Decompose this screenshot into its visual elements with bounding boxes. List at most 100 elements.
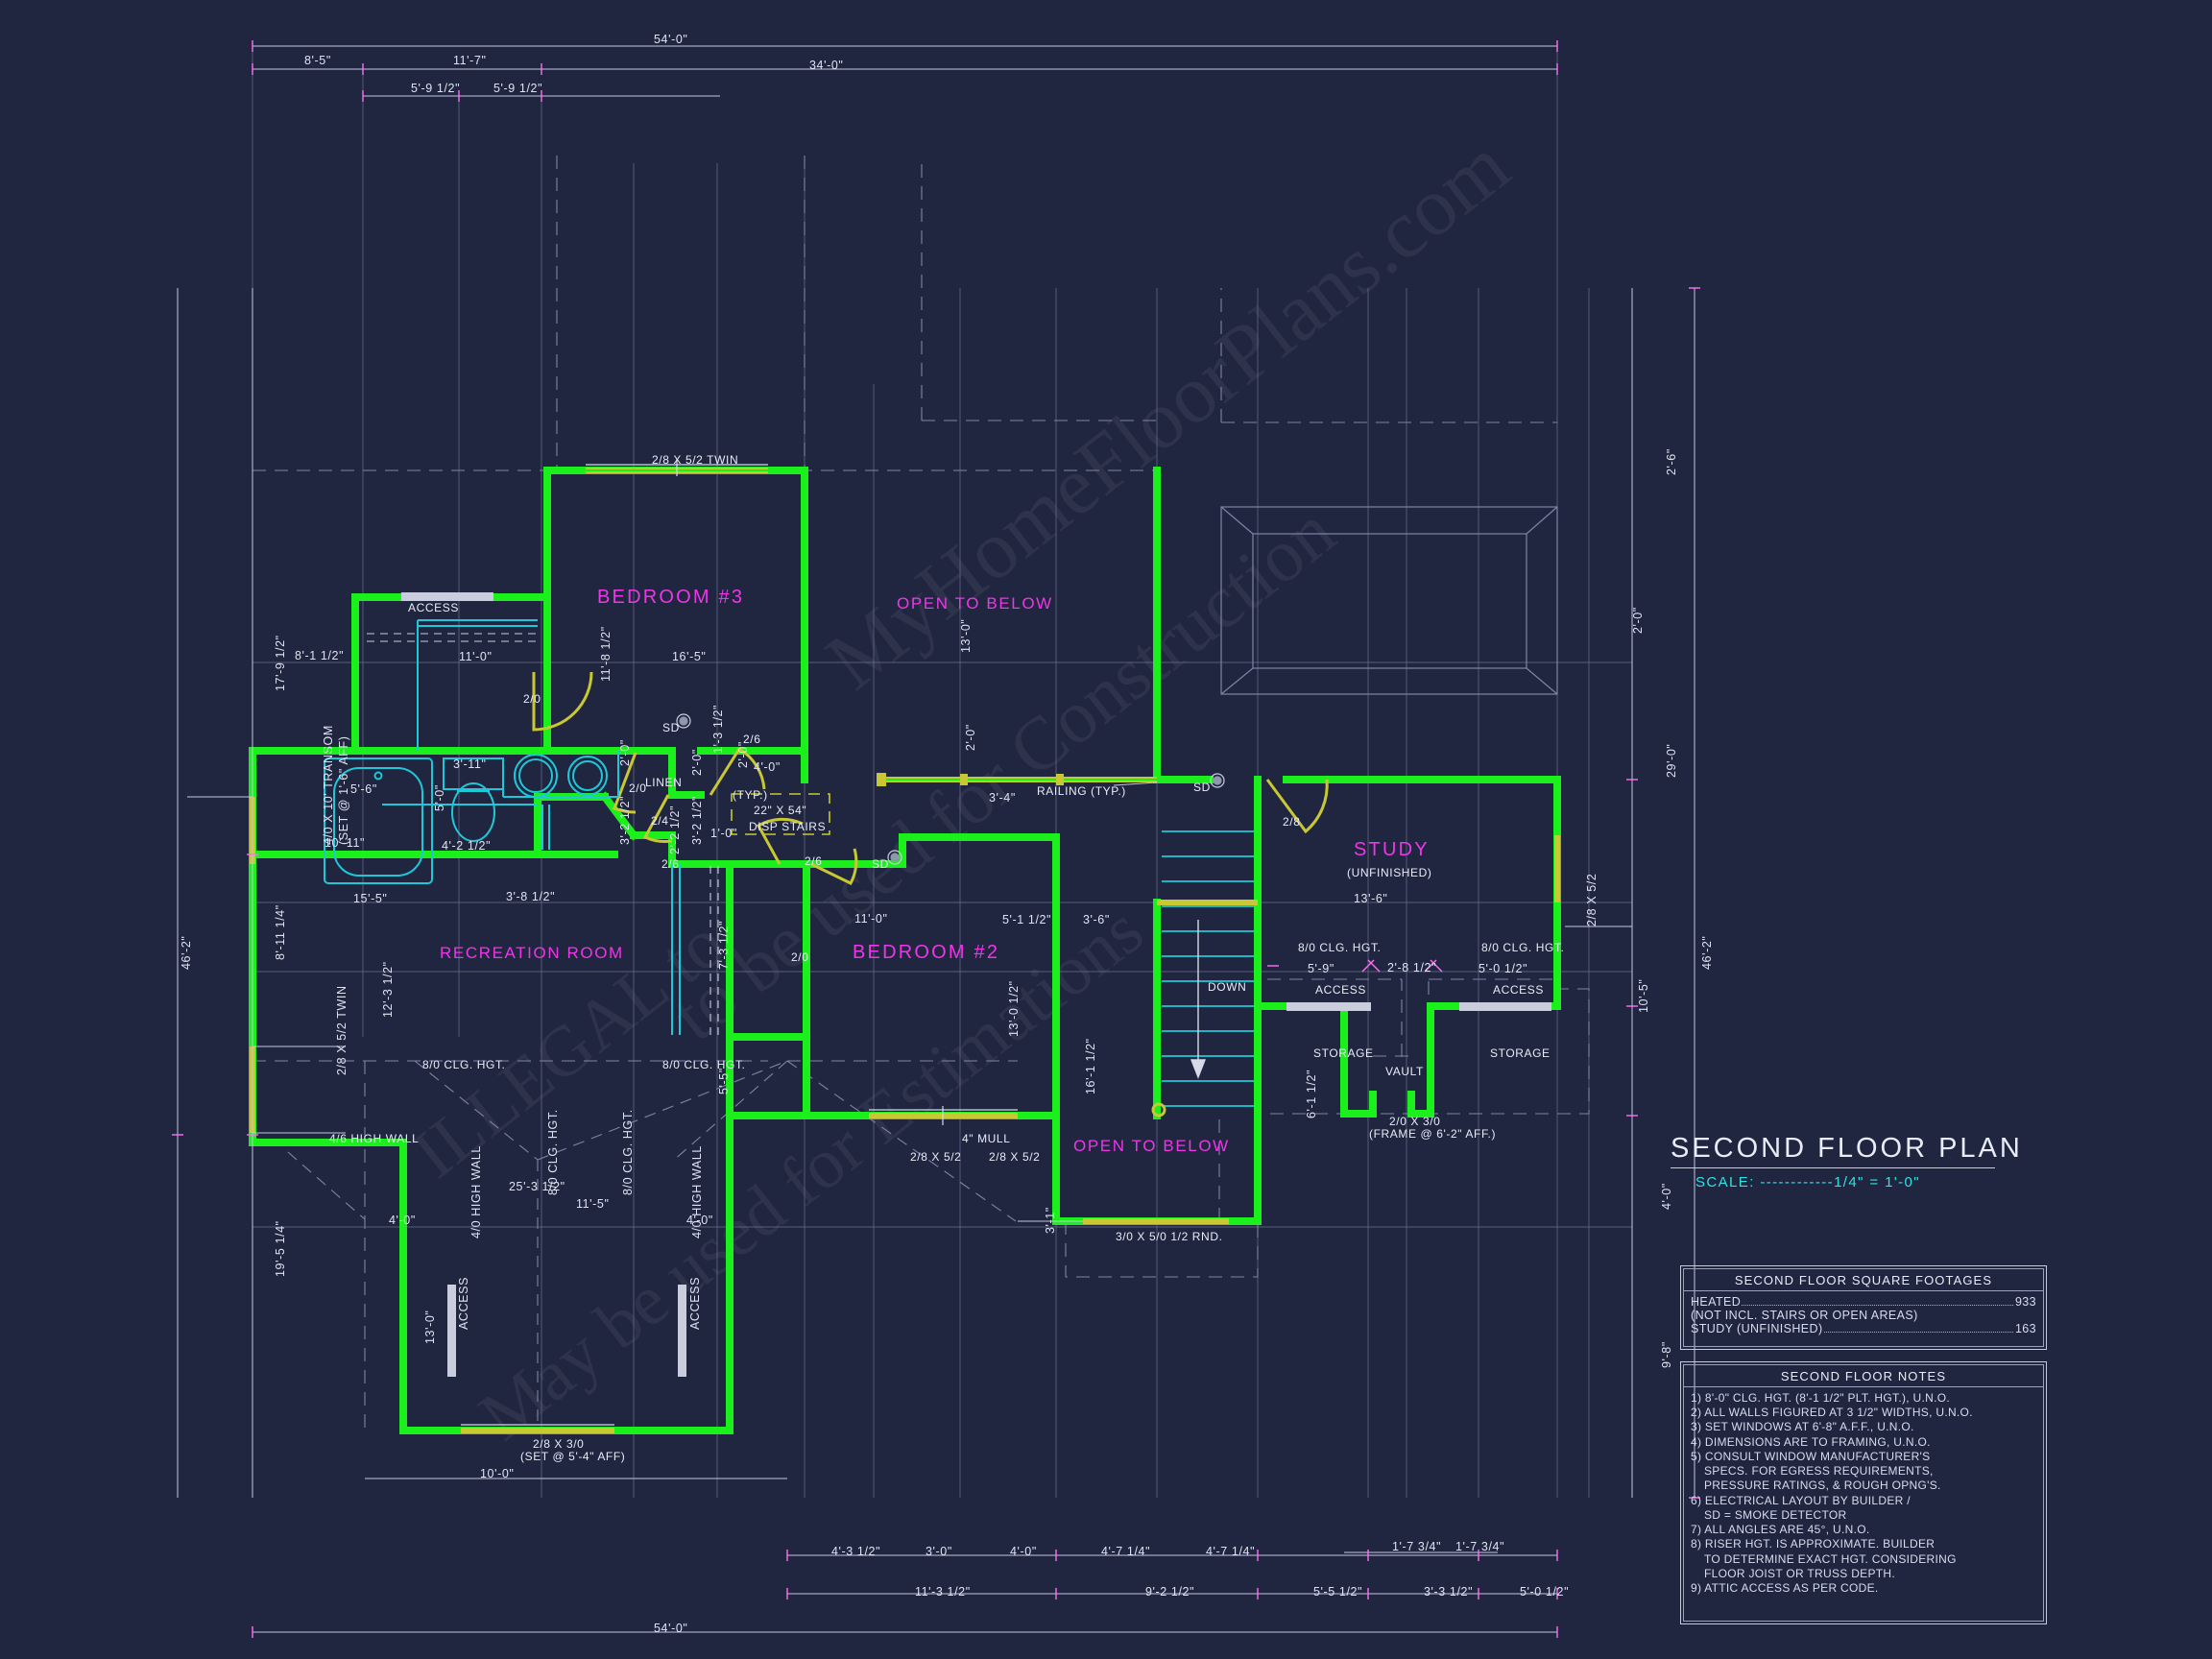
- plan-annotation: (FRAME @ 6'-2" AFF.): [1369, 1127, 1497, 1141]
- dimension-text-vertical: 2/8 X 5/2 TWIN: [335, 985, 349, 1075]
- stair-treads: [1162, 830, 1254, 1107]
- dimension-text: 54'-0": [654, 33, 688, 46]
- note-line: TO DETERMINE EXACT HGT. CONSIDERING: [1704, 1551, 1957, 1566]
- dimension-text: 11'-0": [854, 912, 888, 926]
- dimension-text-vertical: 46'-2": [1700, 935, 1714, 970]
- dimension-text-vertical: 2'-2 1/2": [668, 805, 682, 854]
- leader-dots: [1823, 1332, 2013, 1333]
- dimension-text: 11'-5": [576, 1197, 610, 1211]
- note-line: SD = SMOKE DETECTOR: [1704, 1507, 1847, 1522]
- dimension-text-vertical: 2'-0": [618, 739, 632, 766]
- dimension-text-vertical: 13'-0": [959, 618, 973, 653]
- plan-annotation: STORAGE: [1490, 1046, 1551, 1060]
- sqft-label-heated: HEATED: [1691, 1295, 1742, 1309]
- dimension-text: 1'-7 3/4": [1455, 1540, 1505, 1553]
- railing-posts: [877, 773, 1064, 786]
- dimension-text: 2'-8 1/2": [1387, 961, 1437, 974]
- note-line: 8) RISER HGT. IS APPROXIMATE. BUILDER: [1691, 1537, 1936, 1551]
- hidden-outline: [252, 156, 1590, 1431]
- plan-annotation: ACCESS: [1493, 983, 1544, 997]
- dimension-text-vertical: 5'-0": [433, 784, 446, 811]
- sqft-value-study: 163: [2014, 1322, 2036, 1335]
- dimension-text-vertical: 8/0 CLG. HGT.: [621, 1109, 635, 1195]
- dimension-text: 3'-4": [989, 791, 1016, 805]
- plan-annotation: 22" X 54": [754, 804, 807, 817]
- note-line: 9) ATTIC ACCESS AS PER CODE.: [1691, 1581, 1879, 1596]
- plan-annotation: STORAGE: [1313, 1046, 1374, 1060]
- dimension-text: 13'-6": [1354, 892, 1388, 905]
- dimension-text: 8'-1 1/2": [295, 649, 345, 662]
- dimension-text: 11'-0": [459, 650, 493, 663]
- reference-lines-h: [252, 661, 1632, 1228]
- dimension-text-vertical: 10'-5": [1637, 978, 1650, 1013]
- dimension-text-vertical: 46'-2": [180, 935, 193, 970]
- disappearing-stairs-box: [731, 793, 830, 835]
- dimension-text-vertical: 2'-0": [964, 724, 977, 751]
- plan-annotation: 4/6 HIGH WALL: [329, 1132, 420, 1145]
- plan-annotation: VAULT: [1385, 1065, 1424, 1078]
- plan-annotation: 2/6: [805, 854, 823, 868]
- dimension-text-vertical: 6'-1 1/2": [1305, 1069, 1318, 1118]
- plan-annotation: 2/0: [791, 950, 809, 964]
- dimension-text-vertical: 9'-8": [1660, 1341, 1673, 1368]
- plan-annotation: 8/0 CLG. HGT.: [422, 1058, 506, 1071]
- dimension-text: 4'-0": [1010, 1545, 1037, 1558]
- plan-annotation: 2/8 X 5/2: [910, 1150, 962, 1164]
- dimension-text: 16'-5": [672, 650, 707, 663]
- dimension-text-vertical: 2'-0": [690, 749, 704, 776]
- room-label: OPEN TO BELOW: [1073, 1137, 1230, 1155]
- dimension-text-vertical: (SET @ 1'-6" AFF): [337, 735, 350, 845]
- note-line: PRESSURE RATINGS, & ROUGH OPNG'S.: [1704, 1479, 1941, 1493]
- dimension-text-vertical: 11'-8 1/2": [599, 626, 613, 682]
- dimension-text: 3'-6": [1083, 913, 1110, 926]
- dimension-text-vertical: 3'-2 1/2": [690, 795, 704, 845]
- sqft-row-study: STUDY (UNFINISHED) 163: [1691, 1322, 2036, 1335]
- access-panels: [401, 592, 1551, 1377]
- dimension-text-vertical: 2'-6": [1665, 448, 1678, 475]
- dimension-text: 11'-3 1/2": [915, 1585, 971, 1599]
- dimension-text: 34'-0": [809, 59, 844, 72]
- dimension-text-vertical: 5'-5": [717, 1068, 731, 1094]
- dimension-text: 25'-3 1/2": [509, 1180, 565, 1193]
- dimension-text: 10'-0": [480, 1467, 515, 1480]
- roof-slope-lines: [287, 1060, 1017, 1431]
- tray-ceiling: [1220, 506, 1558, 695]
- dimension-text-vertical: 3'-2 1/2": [618, 795, 632, 845]
- dimension-text-vertical: 16'-1 1/2": [1084, 1038, 1097, 1094]
- dimension-text: 4'-2 1/2": [442, 839, 492, 853]
- note-line: 2) ALL WALLS FIGURED AT 3 1/2" WIDTHS, U…: [1691, 1406, 1973, 1420]
- notes-box: SECOND FLOOR NOTES 1) 8'-0" CLG. HGT. (8…: [1680, 1361, 2047, 1624]
- notes-body: 1) 8'-0" CLG. HGT. (8'-1 1/2" PLT. HGT.)…: [1684, 1387, 2043, 1599]
- plan-annotation: (TYP.): [733, 788, 768, 802]
- plan-annotation: (SET @ 5'-4" AFF): [520, 1450, 626, 1463]
- plan-annotation: 2/6: [661, 857, 680, 871]
- reference-lines: [252, 46, 1590, 1498]
- plan-annotation: 2/4: [651, 814, 669, 828]
- dimension-text: 4'-0": [754, 760, 781, 774]
- room-label: OPEN TO BELOW: [897, 594, 1053, 613]
- bath-fixtures: [324, 619, 619, 884]
- square-footage-header: SECOND FLOOR SQUARE FOOTAGES: [1684, 1269, 2043, 1291]
- dimension-text: 3'-3 1/2": [1424, 1585, 1474, 1599]
- dimension-text-vertical: 8'-11 1/4": [274, 904, 287, 960]
- dimension-text: 3'-8 1/2": [506, 890, 556, 903]
- plan-annotation: DISP STAIRS: [749, 820, 827, 833]
- dimension-text: 1'-7 3/4": [1392, 1540, 1442, 1553]
- plan-annotation: 2/0 X 3/0: [1389, 1115, 1441, 1128]
- dimension-text: 10'-11": [325, 836, 366, 850]
- dimension-text-vertical: 4/0 HIGH WALL: [469, 1145, 483, 1238]
- dimension-text: 9'-2 1/2": [1145, 1585, 1195, 1599]
- title-underline: [1671, 1167, 1995, 1168]
- dimension-text-vertical: 2/8 X 5/2: [1585, 873, 1599, 926]
- dimension-text: 54'-0": [654, 1622, 688, 1635]
- leader-lines: [187, 781, 1632, 1222]
- room-label: BEDROOM #3: [597, 587, 745, 608]
- room-label: STUDY: [1354, 839, 1430, 860]
- note-line: FLOOR JOIST OR TRUSS DEPTH.: [1704, 1566, 1896, 1580]
- plan-annotation: 2/0: [629, 781, 647, 795]
- dimension-text-vertical: 19'-5 1/4": [274, 1220, 287, 1277]
- plan-annotation: RAILING (TYP.): [1037, 784, 1126, 798]
- dimension-text: 4'-0": [389, 1214, 416, 1227]
